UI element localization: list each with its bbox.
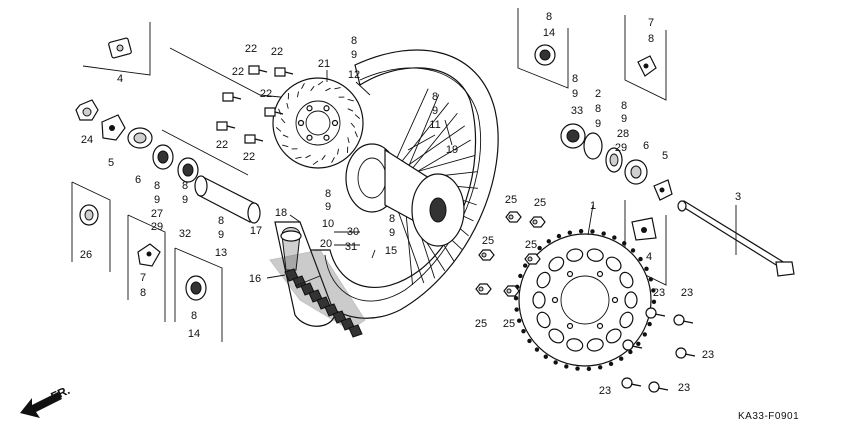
callout-label: 10 — [322, 218, 334, 230]
callout-label: 31 — [345, 241, 357, 253]
callout-label: 22 — [243, 151, 255, 163]
axle — [677, 200, 795, 277]
sprocket-nuts — [475, 211, 546, 297]
callout-label: 11 — [429, 119, 440, 131]
callout-label: 7 — [140, 272, 146, 284]
callout-label: 24 — [81, 134, 93, 146]
callout-label: 5 — [108, 157, 114, 169]
callout-label: 5 — [662, 150, 668, 162]
sprocket — [513, 228, 657, 372]
callout-label: 8 — [621, 100, 627, 112]
callout-label: 20 — [320, 238, 332, 250]
disc-bolts — [216, 65, 294, 144]
callout-label: 23 — [653, 287, 665, 299]
callout-label: 26 — [80, 249, 92, 261]
callout-label: 25 — [534, 197, 546, 209]
callout-label: 6 — [135, 174, 141, 186]
wheel-hub — [345, 143, 465, 247]
callout-label: 8 — [140, 287, 146, 299]
callout-label: 22 — [271, 46, 283, 58]
callout-label: 9 — [218, 229, 224, 241]
callout-label: 16 — [249, 273, 261, 285]
callout-label: 3 — [735, 191, 741, 203]
callout-label: 29 — [615, 142, 627, 154]
callout-label: 25 — [482, 235, 494, 247]
callout-label: 12 — [348, 69, 360, 81]
spacer-tube — [194, 175, 261, 224]
right-parts — [534, 44, 673, 241]
callout-label: 2 — [595, 88, 601, 100]
callout-label: 14 — [543, 27, 555, 39]
callout-label: 9 — [182, 194, 188, 206]
leader-lines — [266, 70, 737, 287]
callout-label: 4 — [646, 251, 652, 263]
callout-label: 8 — [546, 11, 552, 23]
callout-label: 1 — [590, 200, 596, 212]
callout-label: 9 — [595, 118, 601, 130]
callout-label: 25 — [475, 318, 487, 330]
callout-label: 23 — [681, 287, 693, 299]
callout-label: 8 — [648, 33, 654, 45]
callout-label: 8 — [191, 310, 197, 322]
callout-label: 9 — [572, 88, 578, 100]
callout-label: 18 — [275, 207, 287, 219]
sprocket-bolts — [621, 307, 696, 393]
callout-label: 13 — [215, 247, 227, 259]
callout-label: 8 — [572, 73, 578, 85]
callout-label: 17 — [250, 225, 262, 237]
tire-section — [269, 221, 366, 338]
callout-label: 8 — [351, 35, 357, 47]
callout-label: 30 — [347, 226, 359, 238]
callout-label: 9 — [325, 201, 331, 213]
callout-label: 29 — [151, 221, 163, 233]
callout-label: 23 — [702, 349, 714, 361]
callout-label: 8 — [182, 180, 188, 192]
callout-label: 9 — [154, 194, 160, 206]
callout-label: 25 — [505, 194, 517, 206]
callout-label: 22 — [260, 88, 272, 100]
callout-label: 4 — [117, 73, 123, 85]
callout-label: 21 — [318, 58, 330, 70]
callout-label: 23 — [678, 382, 690, 394]
left-parts — [75, 37, 207, 301]
callout-label: 8 — [154, 180, 160, 192]
callout-label: 7 — [648, 17, 654, 29]
direction-label: FR. — [49, 383, 72, 404]
callout-label: 22 — [232, 66, 244, 78]
callout-label: 33 — [571, 105, 583, 117]
callout-label: 9 — [621, 113, 627, 125]
callout-label: 8 — [218, 215, 224, 227]
diagram-code: KA33-F0901 — [738, 411, 799, 422]
callout-label: 28 — [617, 128, 629, 140]
callout-label: 32 — [179, 228, 191, 240]
callout-label: 9 — [351, 49, 357, 61]
callout-label: 25 — [503, 318, 515, 330]
callout-label: 9 — [389, 227, 395, 239]
callout-label: 22 — [245, 43, 257, 55]
callout-label: 8 — [595, 103, 601, 115]
callout-label: 9 — [432, 105, 438, 117]
callout-label: 8 — [432, 91, 438, 103]
callout-label: 14 — [188, 328, 200, 340]
callout-label: 22 — [216, 139, 228, 151]
callout-label: 19 — [446, 144, 458, 156]
panel-outlines — [71, 8, 667, 342]
callout-label: 25 — [525, 239, 537, 251]
callout-label: 6 — [643, 140, 649, 152]
callout-label: 8 — [325, 188, 331, 200]
front-direction-arrow: FR. — [20, 383, 72, 418]
brake-disc — [272, 77, 364, 169]
callout-label: 15 — [385, 245, 397, 257]
callout-label: 23 — [599, 385, 611, 397]
callout-label: 8 — [389, 213, 395, 225]
callout-label: 27 — [151, 208, 163, 220]
